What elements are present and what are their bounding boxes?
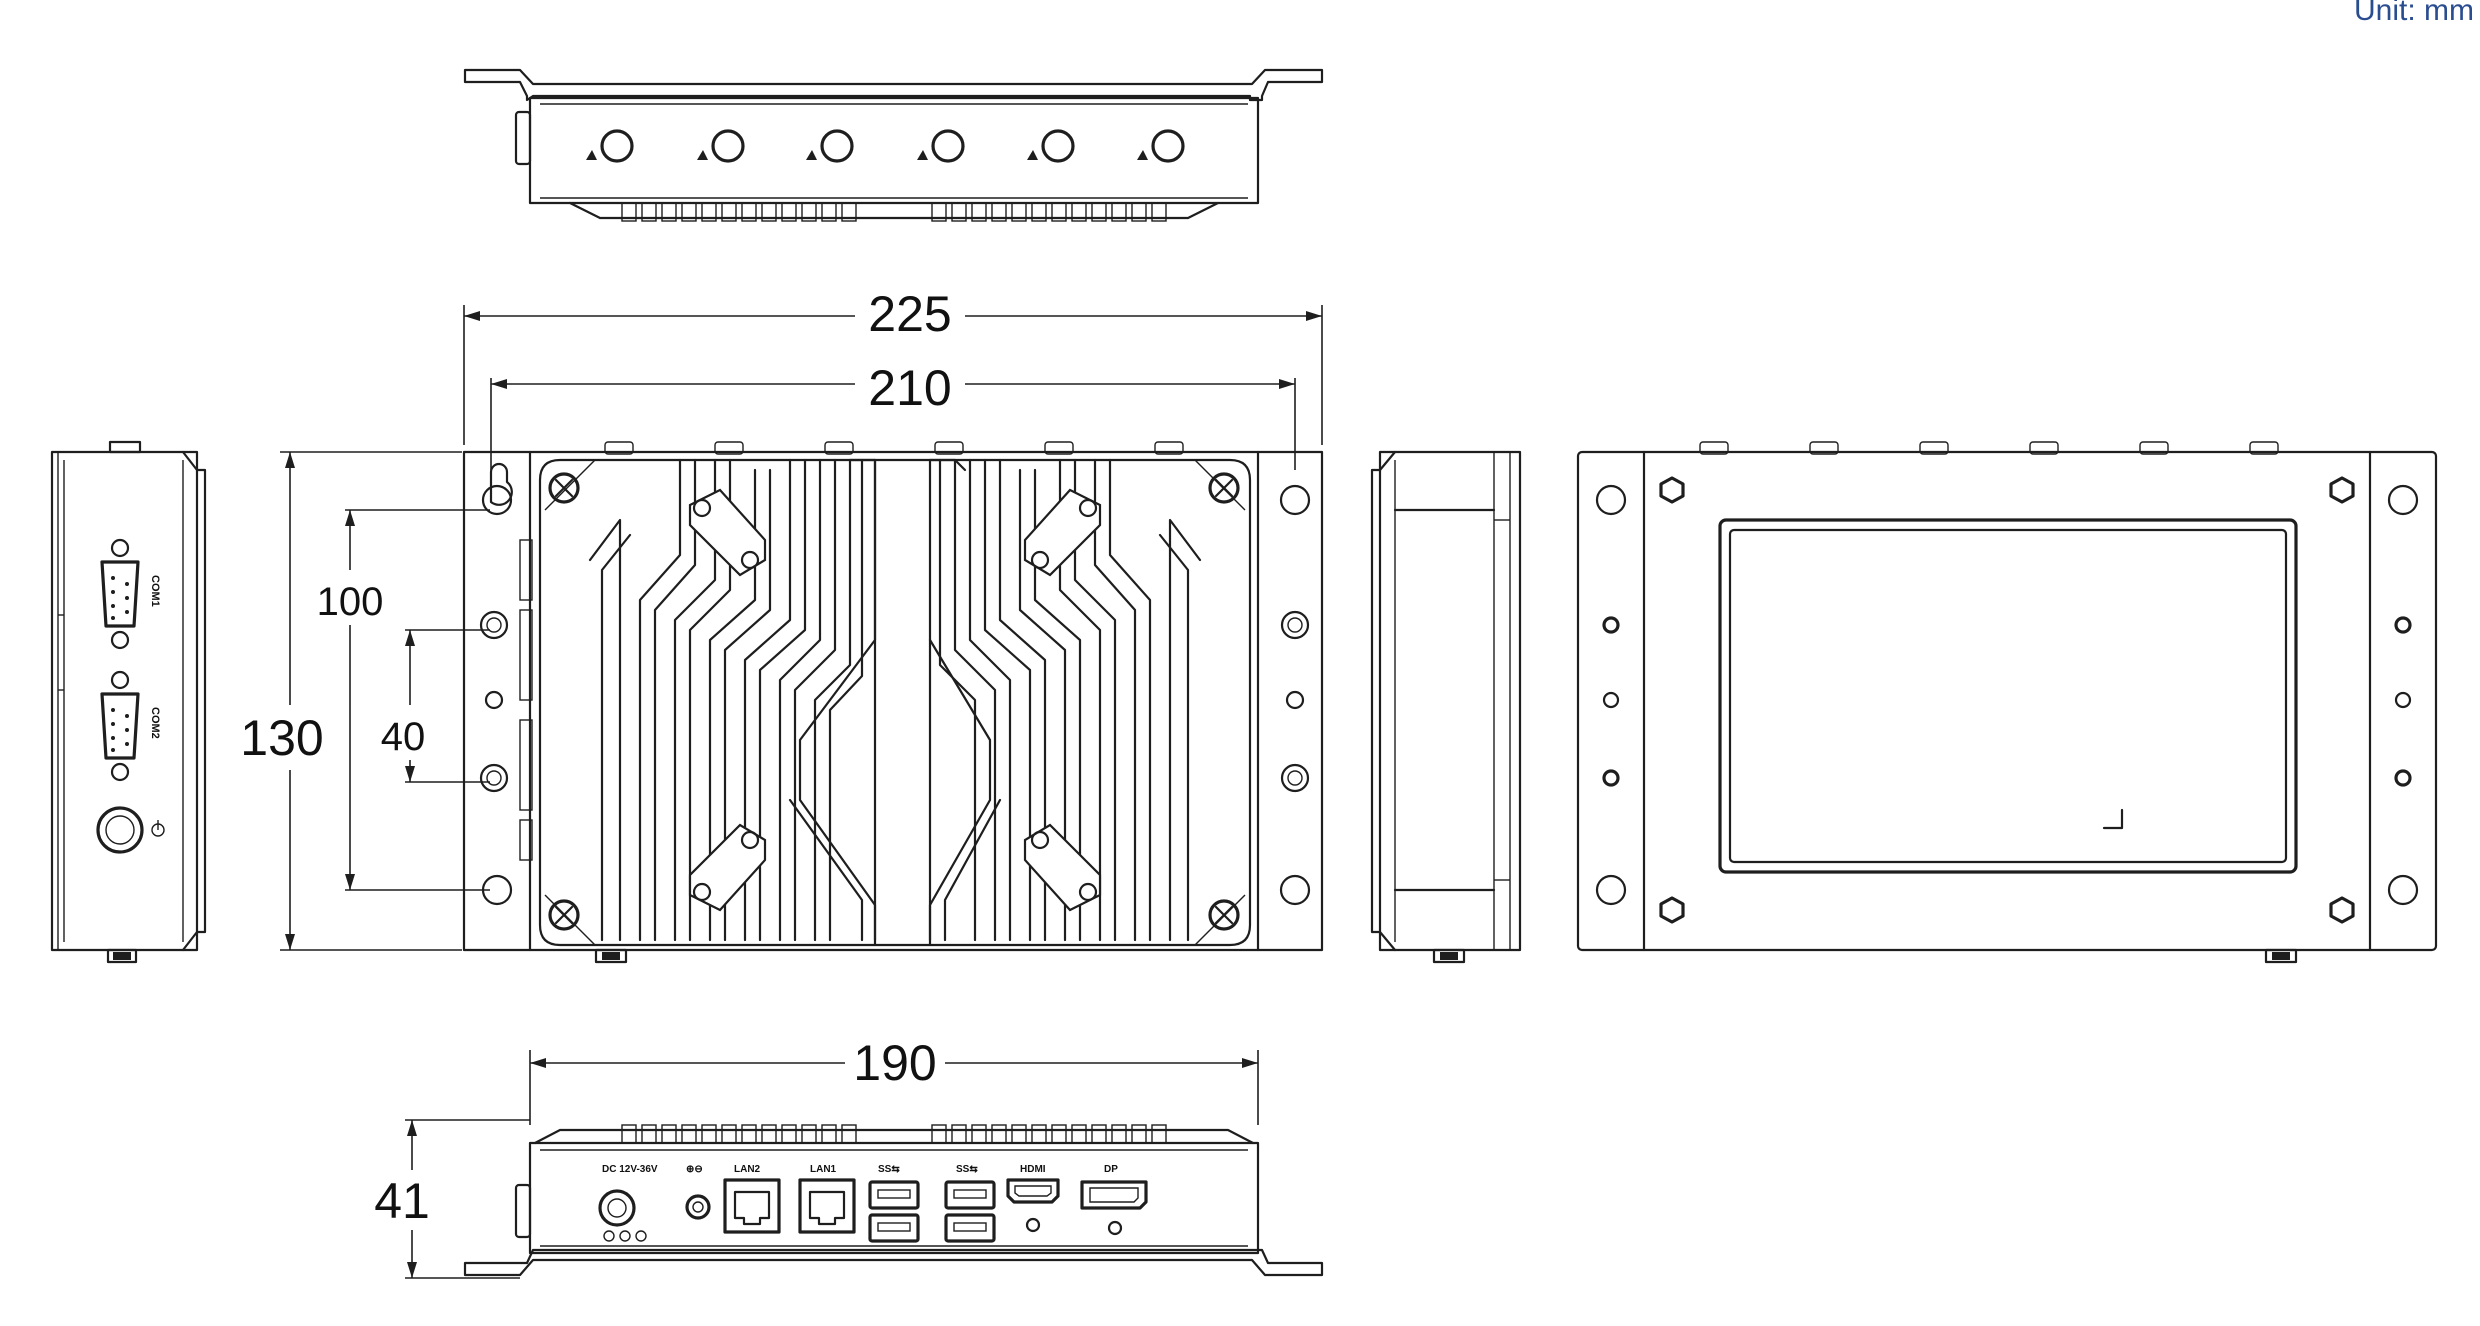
top-side-knob [514,110,532,166]
usb-port [944,1213,996,1243]
dimension-lines: 225 210 130 100 40 [240,286,1323,951]
left-body [50,450,199,952]
lan2-label: LAN2 [734,1164,761,1175]
usb-port [868,1180,920,1210]
front-bracket [462,450,1324,952]
right-body [1378,450,1522,952]
audio-jack [685,1194,711,1220]
left-side-view: COM1 COM2 [50,440,207,964]
dim-height-outer: 130 [240,710,323,766]
back-top-knobs [1699,441,2298,964]
usb-port [944,1180,996,1210]
top-body [528,96,1260,205]
dim-width-outer: 225 [868,286,951,342]
usb-port [868,1213,920,1243]
com2-label: COM2 [149,707,161,739]
dim-bottom-height: 41 [374,1173,430,1229]
corner-screws [548,472,1240,931]
bottom-fins [621,1124,1167,1144]
bracket-holes [479,610,1310,793]
back-panel [1718,518,2298,874]
antenna-icon [1151,129,1185,163]
heatsink-body [538,458,1252,947]
displayport-port [1080,1180,1148,1210]
usb-b-label: SS⇆ [956,1164,978,1175]
heatsink-fins-right [928,458,1202,942]
fin-mount-brackets [688,488,1102,912]
dc-jack [598,1189,636,1227]
keyhole-slots [481,462,1311,906]
antenna-icon [820,129,854,163]
dim-width-holes: 210 [868,360,951,416]
usb-a-label: SS⇆ [878,1164,900,1175]
antenna-icon [600,129,634,163]
unit-label: Unit: mm [2354,0,2474,27]
front-view [462,441,1324,964]
dim-hole-spacing-outer: 100 [317,580,384,624]
com2-connector: COM2 [100,670,161,782]
right-side-view [1370,450,1522,964]
hdmi-label: HDMI [1020,1164,1046,1175]
top-view [463,68,1324,222]
dim-bottom-width: 190 [853,1035,936,1091]
dc-in-label: DC 12V-36V [602,1164,658,1175]
dim-hole-spacing-inner: 40 [381,715,426,759]
svg-text:⊕⊖: ⊕⊖ [686,1164,703,1175]
com1-label: COM1 [149,575,161,607]
antenna-icon [711,129,745,163]
hdmi-port [1006,1178,1060,1204]
lan2-port [723,1178,781,1234]
power-icon [151,820,165,837]
dp-label: DP [1104,1164,1118,1175]
back-view [1576,441,2438,964]
front-top-knobs [594,441,1184,964]
back-bracket [1576,450,2438,952]
back-hex-screws [1659,476,2355,924]
antenna-icon [1041,129,1075,163]
antenna-connectors [586,129,1185,163]
top-fins [621,202,1167,222]
com1-connector: COM1 [100,538,161,650]
left-bottom-foot [106,948,138,964]
lan1-port [798,1178,856,1234]
lan1-label: LAN1 [810,1164,837,1175]
bottom-view: 190 41 [374,1035,1324,1279]
power-button [96,806,144,854]
io-ports: DC 12V-36V ⊕⊖ LAN2 LAN1 SS⇆ SS⇆ HDMI [598,1164,1148,1243]
antenna-icon [931,129,965,163]
left-top-knob [108,440,142,454]
